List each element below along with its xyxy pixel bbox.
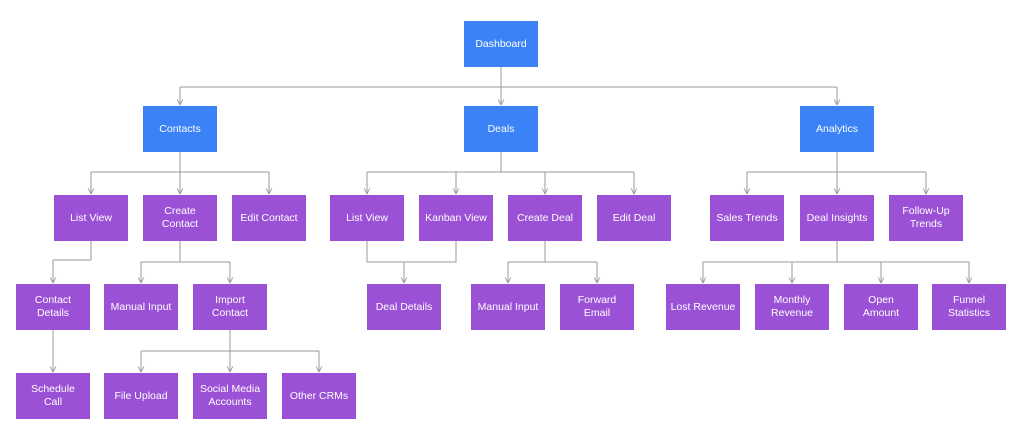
node-d-list-view[interactable]: List View: [330, 195, 404, 241]
node-label: Kanban View: [425, 211, 487, 224]
node-label: Dashboard: [475, 37, 527, 50]
node-label: Other CRMs: [289, 389, 349, 402]
node-c-edit-contact[interactable]: Edit Contact: [232, 195, 306, 241]
node-label: Social Media Accounts: [199, 383, 261, 408]
node-label: Funnel Statistics: [947, 294, 990, 319]
node-label: Contact Details: [34, 294, 72, 319]
node-label: Sales Trends: [716, 211, 778, 224]
node-label: Deal Details: [375, 300, 433, 313]
node-label: Lost Revenue: [670, 300, 736, 313]
node-c-schedule-call[interactable]: Schedule Call: [16, 373, 90, 419]
node-a-funnel-statistics[interactable]: Funnel Statistics: [932, 284, 1006, 330]
node-label: Create Deal: [516, 211, 574, 224]
node-a-sales-trends[interactable]: Sales Trends: [710, 195, 784, 241]
node-c-other-crms[interactable]: Other CRMs: [282, 373, 356, 419]
node-label: Manual Input: [110, 300, 172, 313]
node-d-deal-details[interactable]: Deal Details: [367, 284, 441, 330]
node-label: Monthly Revenue: [770, 294, 814, 319]
node-label: Import Contact: [211, 294, 249, 319]
node-label: Create Contact: [161, 205, 199, 230]
node-label: Schedule Call: [31, 383, 75, 408]
node-label: Deals: [487, 122, 515, 135]
node-d-edit-deal[interactable]: Edit Deal: [597, 195, 671, 241]
node-c-create-contact[interactable]: Create Contact: [143, 195, 217, 241]
node-label: Edit Deal: [612, 211, 656, 224]
node-label: Follow-Up Trends: [902, 205, 950, 230]
node-c-contact-details[interactable]: Contact Details: [16, 284, 90, 330]
node-c-manual-input[interactable]: Manual Input: [104, 284, 178, 330]
node-label: Open Amount: [862, 294, 900, 319]
node-contacts[interactable]: Contacts: [143, 106, 217, 152]
node-d-forward-email[interactable]: Forward Email: [560, 284, 634, 330]
node-c-list-view[interactable]: List View: [54, 195, 128, 241]
node-a-lost-revenue[interactable]: Lost Revenue: [666, 284, 740, 330]
node-label: Forward Email: [577, 294, 617, 319]
node-deals[interactable]: Deals: [464, 106, 538, 152]
node-a-open-amount[interactable]: Open Amount: [844, 284, 918, 330]
node-c-social-media-accounts[interactable]: Social Media Accounts: [193, 373, 267, 419]
node-d-kanban-view[interactable]: Kanban View: [419, 195, 493, 241]
node-label: Manual Input: [477, 300, 539, 313]
node-c-file-upload[interactable]: File Upload: [104, 373, 178, 419]
node-a-follow-up-trends[interactable]: Follow-Up Trends: [889, 195, 963, 241]
node-a-monthly-revenue[interactable]: Monthly Revenue: [755, 284, 829, 330]
node-c-import-contact[interactable]: Import Contact: [193, 284, 267, 330]
node-label: Edit Contact: [240, 211, 298, 224]
node-label: Analytics: [815, 122, 858, 135]
node-analytics[interactable]: Analytics: [800, 106, 874, 152]
node-label: File Upload: [114, 389, 168, 402]
node-d-create-deal[interactable]: Create Deal: [508, 195, 582, 241]
node-label: Contacts: [159, 122, 201, 135]
node-dashboard[interactable]: Dashboard: [464, 21, 538, 67]
node-label: List View: [346, 211, 388, 224]
node-label: List View: [70, 211, 112, 224]
node-a-deal-insights[interactable]: Deal Insights: [800, 195, 874, 241]
connector-extra-d-kanban-view: [404, 241, 457, 263]
node-label: Deal Insights: [806, 211, 868, 224]
node-d-manual-input[interactable]: Manual Input: [471, 284, 545, 330]
